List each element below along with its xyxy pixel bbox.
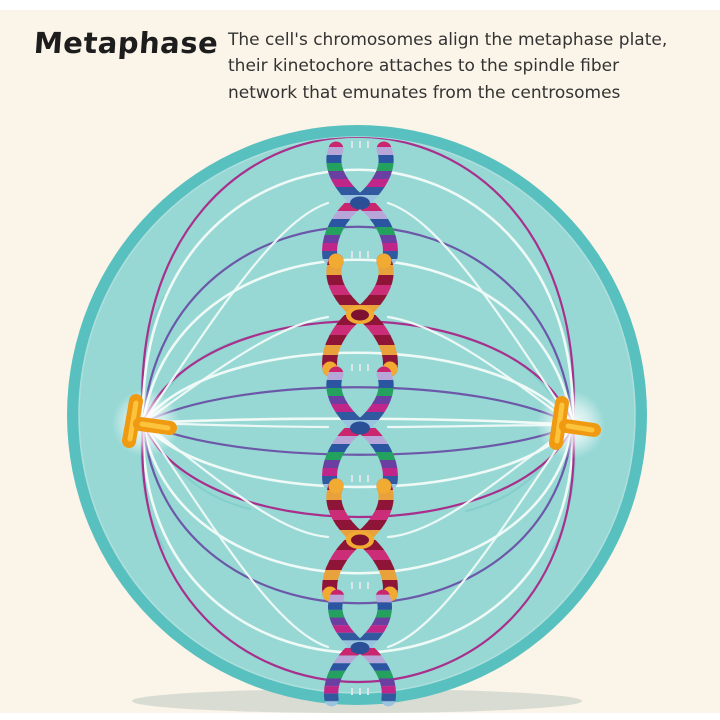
centromere — [351, 534, 369, 546]
metaphase-plate-ticks — [351, 141, 369, 695]
chromosome-5 — [323, 589, 397, 707]
description-text: The cell's chromosomes align the metapha… — [228, 27, 708, 106]
chromosome-3 — [322, 366, 398, 490]
description-line-1: The cell's chromosomes align the metapha… — [228, 30, 668, 50]
page-title: Metaphase — [32, 26, 220, 60]
centrosome-right — [537, 391, 605, 459]
cell-diagram — [67, 125, 647, 713]
chromosome-1 — [322, 141, 398, 265]
chromosome-2 — [322, 253, 398, 377]
chromosome-4 — [322, 478, 398, 602]
centromere — [350, 196, 370, 210]
centrosome-left — [112, 389, 180, 457]
description-line-2: their kinetochore attaches to the spindl… — [228, 56, 620, 77]
centromere — [350, 641, 370, 655]
centromere — [351, 309, 369, 321]
description-line-3: network that emunates from the centrosom… — [228, 82, 621, 103]
centromere — [350, 421, 370, 435]
bottom-frame — [0, 713, 720, 720]
top-frame — [0, 0, 720, 10]
